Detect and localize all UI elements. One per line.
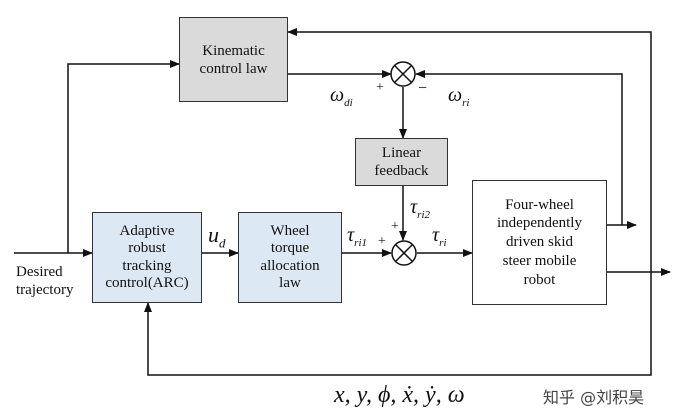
top-sum-minus-sign: − (418, 80, 428, 97)
kinematic-control-law-block: Kinematic control law (179, 17, 288, 102)
robot-block-label: Four-wheel independently driven skid ste… (497, 196, 582, 288)
state-vector-label: x, y, ϕ, ẋ, ẏ, ω (334, 382, 465, 408)
state-feedback-to-kinematic (287, 28, 652, 272)
top-sum-plus-sign: + (376, 80, 384, 95)
u-d-label: ud (208, 222, 226, 251)
trajectory-to-kinematic (67, 60, 180, 253)
wheel-torque-allocation-block: Wheel torque allocation law (238, 212, 342, 303)
watermark: 知乎 @刘积昊 (543, 388, 645, 407)
state-feedback-to-arc (144, 272, 652, 376)
tau-r2-label: τri2 (410, 196, 431, 221)
omega-r-label: ωri (448, 84, 470, 109)
bottom-sum-plus-top-sign: + (391, 219, 399, 234)
arc-block-label: Adaptive robust tracking control(ARC) (105, 223, 189, 291)
wheel-block-label: Wheel torque allocation law (260, 223, 320, 291)
sum-junction-top (390, 61, 416, 87)
bottom-sum-plus-left-sign: + (378, 234, 386, 249)
tau-r-label: τri (432, 224, 447, 249)
omega-feedback (415, 70, 623, 225)
robot-block: Four-wheel independently driven skid ste… (472, 180, 607, 305)
sum-junction-bottom (391, 240, 417, 266)
linear-block-label: Linear feedback (374, 145, 429, 179)
desired-trajectory-label: Desired trajectory (16, 264, 74, 298)
tau-r1-label: τri1 (347, 224, 368, 249)
arc-block: Adaptive robust tracking control(ARC) (92, 212, 202, 303)
omega-d-label: ωdi (330, 84, 353, 109)
linear-feedback-block: Linear feedback (355, 138, 448, 186)
kinematic-block-label: Kinematic control law (199, 42, 268, 77)
